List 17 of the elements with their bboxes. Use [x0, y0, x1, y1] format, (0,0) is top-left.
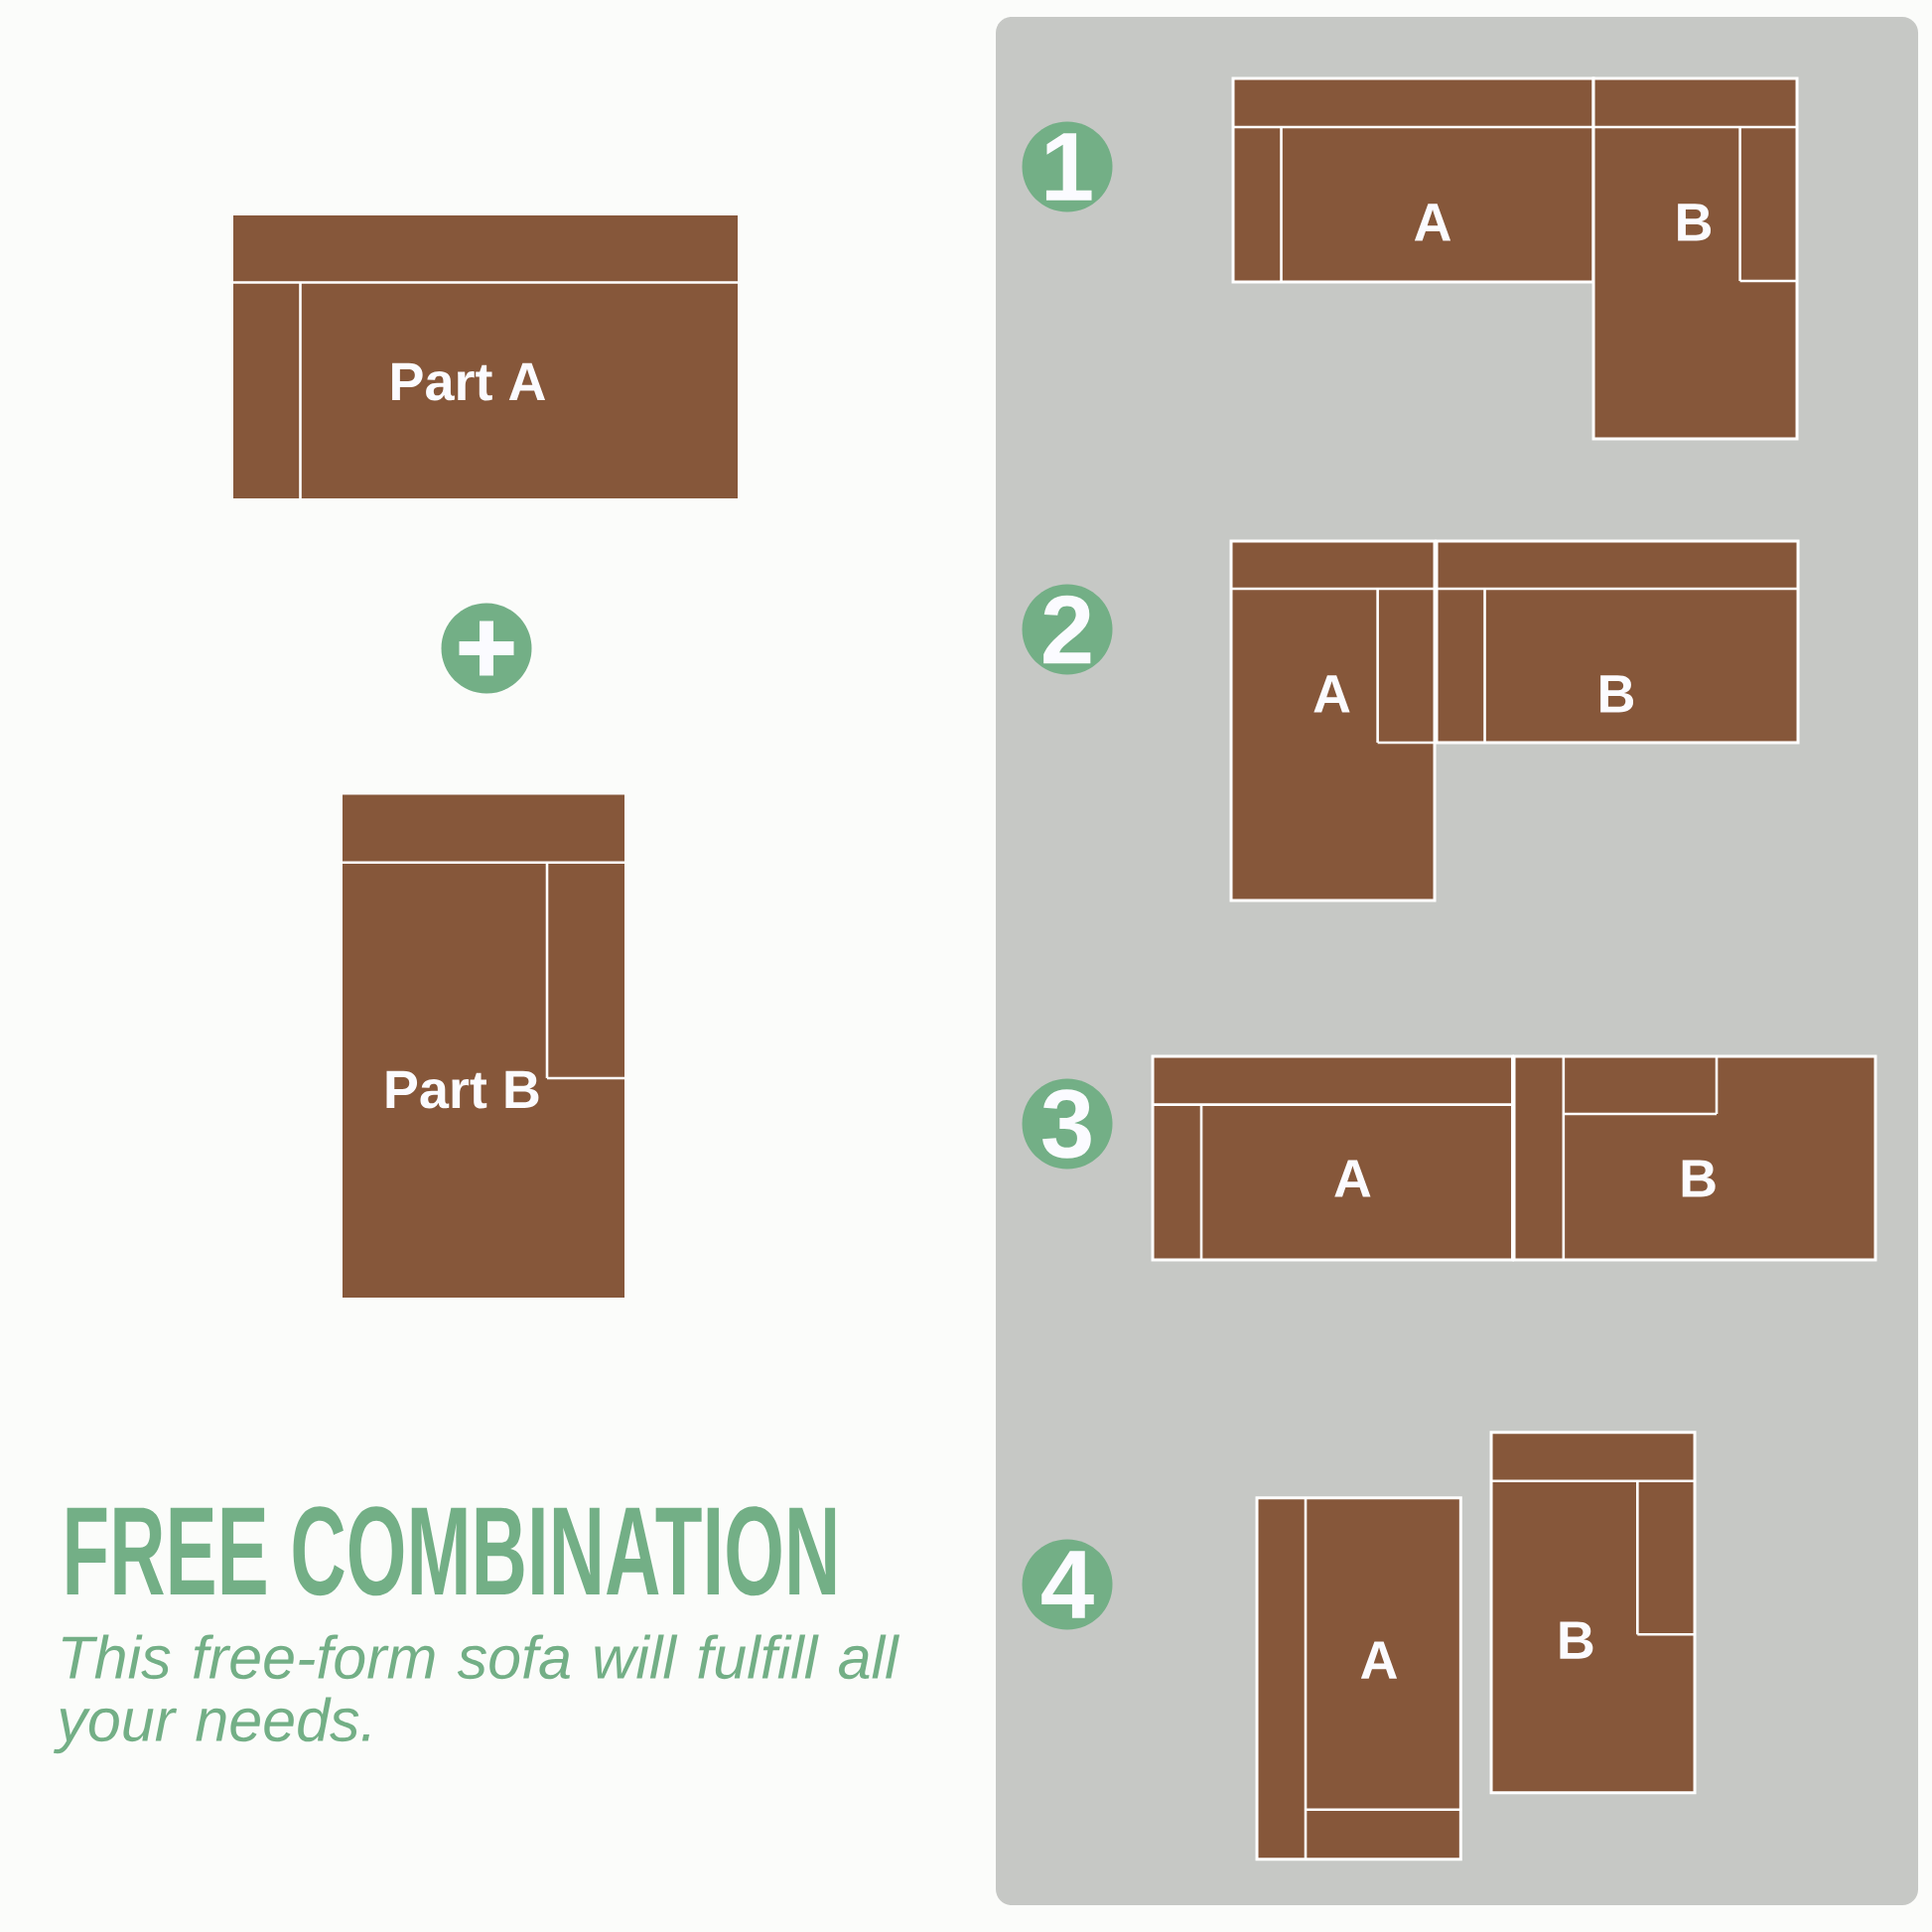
- title: FREE COMBINATION: [67, 1506, 836, 1596]
- caption: This free-form sofa will fulfill all your needs.: [53, 1634, 899, 1754]
- sofa-section: A: [1231, 76, 1595, 284]
- sofa-section: B: [1489, 1431, 1697, 1795]
- sofa-section: B: [1591, 76, 1799, 441]
- sofa-section: Part B: [343, 794, 624, 1298]
- number-badge: 1: [1022, 121, 1113, 212]
- number-badge: 2: [1022, 584, 1113, 675]
- sofa-section: A: [1255, 1496, 1462, 1862]
- sofa-section: Part A: [233, 215, 738, 498]
- sofa-section: A: [1151, 1054, 1515, 1262]
- plus-icon: [441, 603, 532, 694]
- number-badge: 4: [1022, 1539, 1113, 1630]
- number-badge: 3: [1022, 1078, 1113, 1170]
- sofa-section: B: [1435, 539, 1800, 745]
- sofa-section: B: [1512, 1054, 1877, 1262]
- sofa-section: A: [1229, 539, 1437, 902]
